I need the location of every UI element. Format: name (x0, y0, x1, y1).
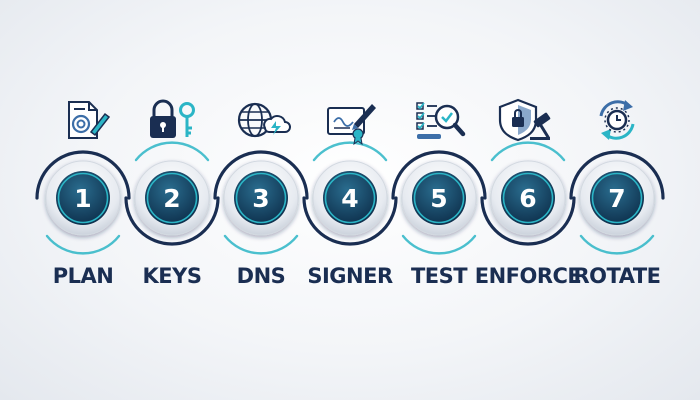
step-node-6: 6 (490, 160, 566, 236)
step-node-3: 3 (223, 160, 299, 236)
connector-arc (35, 150, 131, 200)
connector-arc (124, 196, 220, 246)
step-number: 4 (341, 184, 358, 213)
step-label: ROTATE (573, 264, 660, 288)
step-node-2: 2 (134, 160, 210, 236)
step-node-1: 1 (45, 160, 121, 236)
step-node-7: 7 (579, 160, 655, 236)
step-label: KEYS (143, 264, 202, 288)
connector-arcs (35, 141, 665, 255)
certificate-pen-icon (327, 104, 376, 146)
document-target-icon (68, 101, 111, 139)
connector-accent (579, 234, 655, 255)
step-icons (68, 98, 635, 146)
connector-arc (569, 150, 665, 200)
connector-accent (401, 234, 477, 255)
step-label: PLAN (53, 264, 114, 288)
checklist-magnifier-icon (416, 102, 466, 139)
connector-arc (391, 150, 487, 200)
step-node-5: 5 (401, 160, 477, 236)
step-number: 5 (430, 184, 447, 213)
step-label: TEST (411, 264, 468, 288)
padlock-key-icon (150, 99, 195, 138)
connector-accent (490, 141, 566, 162)
step-node-4: 4 (312, 160, 388, 236)
rotate-cycle-icon (599, 100, 635, 140)
connector-accent (312, 141, 388, 162)
step-number: 7 (608, 184, 625, 213)
step-number: 2 (163, 184, 180, 213)
connector-accent (45, 234, 121, 255)
step-number: 1 (74, 184, 91, 213)
connector-accent (223, 234, 299, 255)
step-number: 3 (252, 184, 269, 213)
step-label: DNS (237, 264, 286, 288)
step-number: 6 (519, 184, 536, 213)
connector-accent (134, 141, 210, 162)
connector-arc (213, 150, 309, 200)
connector-arc (480, 196, 576, 246)
step-label: ENFORCE (475, 264, 582, 288)
shield-gavel-icon (498, 98, 551, 142)
step-nodes: 1 2 3 4 5 6 7 (45, 160, 655, 236)
globe-cloud-icon (237, 102, 291, 138)
step-label: SIGNER (307, 264, 393, 288)
connector-arc (302, 196, 398, 246)
